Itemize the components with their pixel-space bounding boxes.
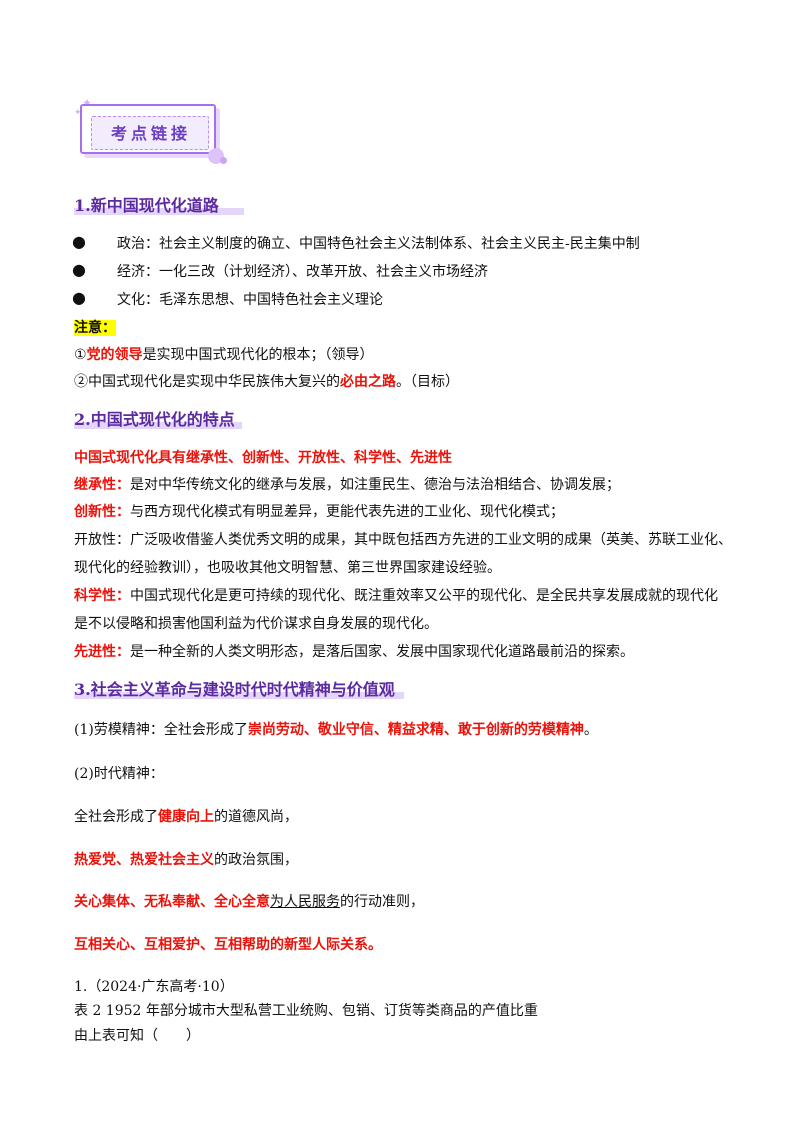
question-line-2: 由上表可知（ ） xyxy=(74,1028,200,1044)
labor-spirit-line: (1)劳模精神：全社会形成了崇尚劳动、敬业守信、精益求精、敢于创新的劳模精神。 xyxy=(74,719,598,739)
banner-inner: 考点链接 xyxy=(91,116,209,150)
feature-label: 继承性： xyxy=(74,477,130,493)
decor-circle-icon xyxy=(220,157,227,164)
feature-label: 科学性： xyxy=(74,588,130,604)
section-banner: ✦ ✦ 考点链接 xyxy=(74,96,228,168)
text-segment: 的道德风尚， xyxy=(214,809,298,825)
era-line-2: 热爱党、热爱社会主义的政治氛围， xyxy=(74,849,298,869)
note-line-1: ①党的领导是实现中国式现代化的根本；（领导） xyxy=(74,344,374,364)
text-segment: 的政治氛围， xyxy=(214,852,298,868)
summary-line: 中国式现代化具有继承性、创新性、开放性、科学性、先进性 xyxy=(74,450,452,466)
underlined-text: 为人民服务 xyxy=(270,894,340,910)
sparkle-icon: ✦ xyxy=(74,108,82,118)
note-label-line: 注意： xyxy=(74,317,116,337)
bullet-icon: ● xyxy=(72,260,86,279)
text-segment: 的行动准则， xyxy=(340,894,424,910)
innovation-line: 创新性：与西方现代化模式有明显差异，更能代表先进的工业化、现代化模式； xyxy=(74,501,564,521)
text-segment: 。 xyxy=(583,722,598,738)
banner-title: 考点链接 xyxy=(110,124,191,143)
era-line-3: 关心集体、无私奉献、全心全意为人民服务的行动准则， xyxy=(74,891,424,911)
science-line-2: 是不以侵略和损害他国利益为代价谋求自身发展的现代化。 xyxy=(74,616,438,632)
section-heading-1: 1.新中国现代化道路 xyxy=(74,192,244,216)
text-segment: (1)劳模精神：全社会形成了 xyxy=(74,722,248,738)
text-segment: 是实现中国式现代化的根本；（领导） xyxy=(142,347,374,363)
feature-text: 中国式现代化是更可持续的现代化、既注重效率又公平的现代化、是全民共享发展成就的现… xyxy=(130,588,718,604)
bullet-icon: ● xyxy=(72,288,86,307)
note-line-2: ②中国式现代化是实现中华民族伟大复兴的必由之路。（目标） xyxy=(74,371,459,391)
emphasis-text: 关心集体、无私奉献、全心全意 xyxy=(74,894,270,910)
bullet-icon: ● xyxy=(72,232,86,251)
openness-line-1: 开放性：广泛吸收借鉴人类优秀文明的成果，其中既包括西方先进的工业文明的成果（英美… xyxy=(74,532,732,548)
section-heading-text: 1.新中国现代化道路 xyxy=(74,196,219,215)
emphasis-text: 热爱党、热爱社会主义 xyxy=(74,852,214,868)
text-segment: 全社会形成了 xyxy=(74,809,158,825)
feature-text: 是一种全新的人类文明形态，是落后国家、发展中国家现代化道路最前沿的探索。 xyxy=(130,644,634,660)
section-heading-2: 2.中国式现代化的特点 xyxy=(74,406,242,430)
advanced-line: 先进性：是一种全新的人类文明形态，是落后国家、发展中国家现代化道路最前沿的探索。 xyxy=(74,641,634,661)
section-heading-text: 2.中国式现代化的特点 xyxy=(74,410,235,429)
emphasis-text: 健康向上 xyxy=(158,809,214,825)
bullet-item: 文化：毛泽东思想、中国特色社会主义理论 xyxy=(117,292,383,308)
era-spirit-label: (2)时代精神： xyxy=(74,766,164,782)
science-line-1: 科学性：中国式现代化是更可持续的现代化、既注重效率又公平的现代化、是全民共享发展… xyxy=(74,585,718,605)
feature-text: 是对中华传统文化的继承与发展，如注重民生、德治与法治相结合、协调发展； xyxy=(130,477,620,493)
text-segment: ②中国式现代化是实现中华民族伟大复兴的 xyxy=(74,374,340,390)
openness-line-2: 现代化的经验教训），也吸收其他文明智慧、第三世界国家建设经验。 xyxy=(74,560,501,576)
note-label: 注意： xyxy=(74,320,116,336)
bullet-item: 政治：社会主义制度的确立、中国特色社会主义法制体系、社会主义民主-民主集中制 xyxy=(117,236,640,252)
era-line-1: 全社会形成了健康向上的道德风尚， xyxy=(74,806,298,826)
feature-label: 创新性： xyxy=(74,504,130,520)
question-line-1: 表 2 1952 年部分城市大型私营工业统购、包销、订货等类商品的产值比重 xyxy=(74,1003,538,1019)
emphasis-text: 党的领导 xyxy=(86,347,143,363)
era-line-4: 互相关心、互相爱护、互相帮助的新型人际关系。 xyxy=(74,937,382,953)
section-heading-text: 3.社会主义革命与建设时代时代精神与价值观 xyxy=(74,680,395,699)
text-segment: 。（目标） xyxy=(396,374,459,390)
emphasis-text: 必由之路 xyxy=(340,374,396,390)
banner-frame: 考点链接 xyxy=(80,104,216,154)
inherit-line: 继承性：是对中华传统文化的继承与发展，如注重民生、德治与法治相结合、协调发展； xyxy=(74,474,620,494)
heading-highlight xyxy=(74,422,242,429)
feature-label: 先进性： xyxy=(74,644,130,660)
section-heading-3: 3.社会主义革命与建设时代时代精神与价值观 xyxy=(74,676,404,700)
question-number: 1.（2024·广东高考·10） xyxy=(74,979,234,995)
bullet-item: 经济：一化三改（计划经济）、改革开放、社会主义市场经济 xyxy=(117,264,488,280)
text-segment: ① xyxy=(74,347,87,363)
sparkle-icon: ✦ xyxy=(82,96,93,110)
feature-text: 与西方现代化模式有明显差异，更能代表先进的工业化、现代化模式； xyxy=(130,504,564,520)
heading-highlight xyxy=(74,208,244,215)
heading-highlight xyxy=(74,692,404,699)
emphasis-text: 崇尚劳动、敬业守信、精益求精、敢于创新的劳模精神 xyxy=(247,722,584,738)
